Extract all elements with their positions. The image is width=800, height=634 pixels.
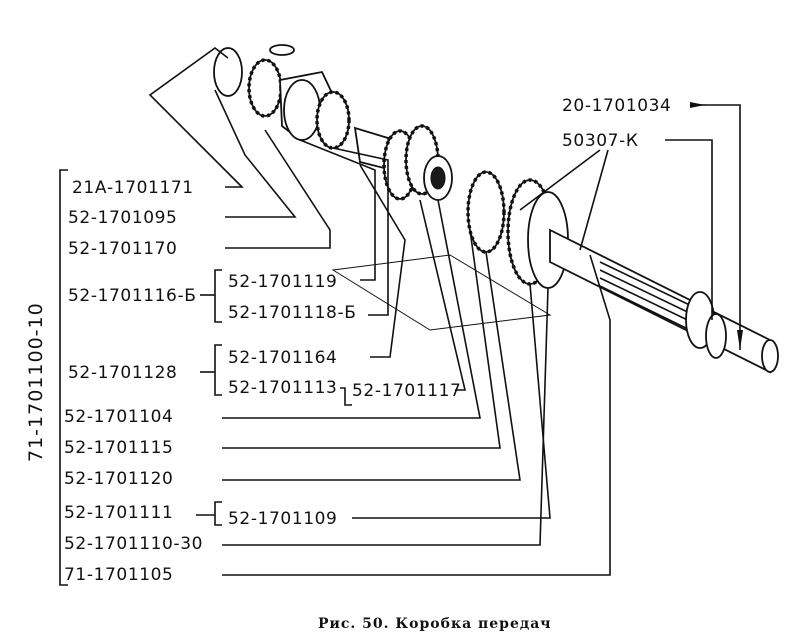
label-52-1701164: 52-1701164 xyxy=(228,348,337,368)
part-labels: 21А-1701171 52-1701095 52-1701170 52-170… xyxy=(25,96,671,585)
label-20-1701034: 20-1701034 xyxy=(562,96,671,116)
parts-drawing xyxy=(213,44,779,374)
label-52-1701117: 52-1701117 xyxy=(352,381,461,401)
snap-ring-part xyxy=(269,44,295,56)
label-52-1701104: 52-1701104 xyxy=(64,407,173,427)
label-52-1701095: 52-1701095 xyxy=(68,208,177,228)
label-52-1701115: 52-1701115 xyxy=(64,438,173,458)
main-shaft-part xyxy=(549,228,771,374)
label-52-1701120: 52-1701120 xyxy=(64,469,173,489)
label-52-1701109: 52-1701109 xyxy=(228,509,337,529)
label-52-1701111: 52-1701111 xyxy=(64,503,173,523)
label-71-1701105: 71-1701105 xyxy=(64,565,173,585)
label-52-1701113: 52-1701113 xyxy=(228,378,337,398)
leader-lines xyxy=(59,47,741,586)
label-52-1701116-B: 52-1701116-Б xyxy=(68,286,196,306)
label-52-1701118-B: 52-1701118-Б xyxy=(228,303,356,323)
label-21A-1701171: 21А-1701171 xyxy=(72,178,194,198)
label-52-1701170: 52-1701170 xyxy=(68,239,177,259)
label-52-1701110-30: 52-1701110-30 xyxy=(64,534,203,554)
label-assembly-71-1701100-10: 71-1701100-10 xyxy=(25,302,47,462)
synchro-ring-part xyxy=(213,47,243,97)
label-52-1701119: 52-1701119 xyxy=(228,272,337,292)
label-50307-K: 50307-К xyxy=(562,131,638,151)
label-52-1701128: 52-1701128 xyxy=(68,363,177,383)
figure-caption: Рис. 50. Коробка передач xyxy=(318,616,552,632)
